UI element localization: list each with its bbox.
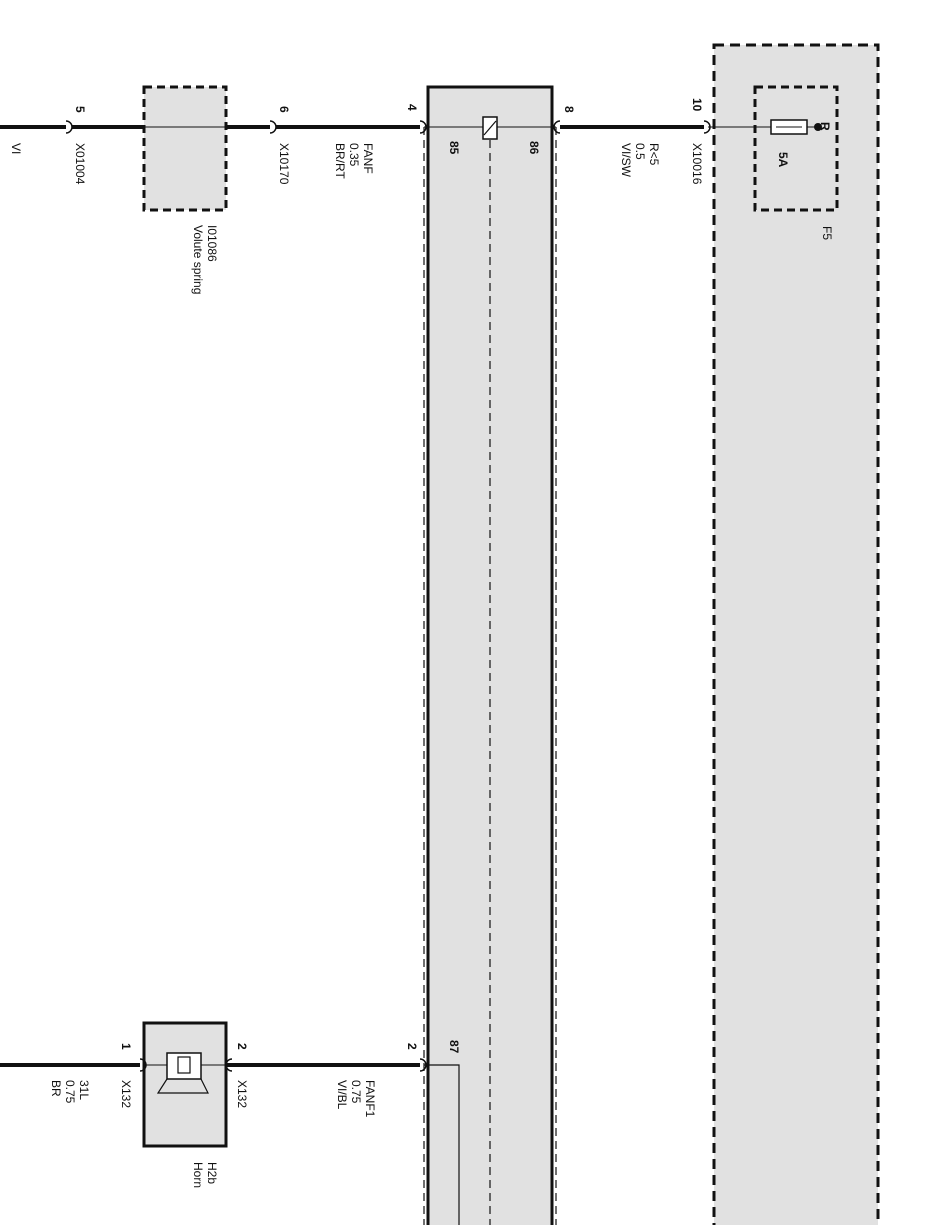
horn-name: Horn [191, 1162, 205, 1188]
volute-spring-id: I01086 [205, 225, 219, 262]
connector-x132-right-label: X132 [235, 1080, 249, 1108]
wire-fanf-circuit: FANF [361, 143, 375, 174]
relay-coil-diagonal [483, 120, 497, 136]
horn-icon-inner [177, 1056, 191, 1074]
wire-r5-color: VI/SW [619, 143, 633, 178]
wire-r5-gauge: 0.5 [633, 143, 647, 160]
fuse-f5-box [753, 85, 839, 212]
fuse-id: F5 [820, 226, 834, 240]
connector-pin-x01004 [65, 120, 73, 134]
connector-pin-relay-4 [419, 120, 427, 134]
connector-pin-relay-8 [553, 120, 561, 134]
pin-4: 4 [405, 104, 419, 111]
connector-x01004-label: X01004 [73, 143, 87, 185]
wire-fanf1-color: VI/BL [335, 1080, 349, 1110]
wire-fanf1-circuit: FANF1 [363, 1080, 377, 1118]
pin-10: 10 [690, 98, 704, 112]
fuse-terminal-r: R [818, 122, 832, 131]
connector-x132-left-label: X132 [119, 1080, 133, 1108]
relay-contact-87 [424, 1064, 460, 1225]
connector-pin-x132-2 [225, 1058, 233, 1072]
wire-fanf1-gauge: 0.75 [349, 1080, 363, 1104]
wire-31l-gauge: 0.75 [63, 1080, 77, 1104]
wire-fanf-gauge: 0.35 [347, 143, 361, 167]
wire-fanf-color: BR/RT [333, 143, 347, 179]
connector-pin-relay-2 [419, 1058, 427, 1072]
horn-id: H2b [205, 1162, 219, 1184]
wire-31l-circuit: 31L [77, 1080, 91, 1100]
volute-spring-name: Volute spring [191, 225, 205, 294]
volute-spring-box [142, 85, 228, 212]
fuse-rating: 5A [776, 152, 790, 168]
fuse-terminal-dot [814, 123, 822, 131]
pin-6: 6 [277, 106, 291, 113]
horn-box [142, 1021, 228, 1148]
connector-pin-x10016 [703, 120, 711, 134]
pin-1: 1 [119, 1043, 133, 1050]
relay-terminal-86: 86 [527, 141, 541, 155]
pin-2-relay: 2 [405, 1043, 419, 1050]
pin-2-x132: 2 [235, 1043, 249, 1050]
connector-x10170-label: X10170 [277, 143, 291, 185]
wire-r5-circuit: R<5 [647, 143, 661, 166]
pin-8: 8 [562, 106, 576, 113]
connector-pin-x132-1 [139, 1058, 147, 1072]
pin-5: 5 [73, 106, 87, 113]
wire-top-left-color: VI [9, 143, 23, 154]
relay-terminal-87: 87 [447, 1040, 461, 1054]
horn-icon-bell [156, 1078, 209, 1094]
connector-x10016-label: X10016 [690, 143, 704, 185]
wire-31l-color: BR [49, 1080, 63, 1097]
connector-pin-x10170 [269, 120, 277, 134]
fuse-box [712, 43, 880, 1225]
relay-terminal-85: 85 [447, 141, 461, 155]
